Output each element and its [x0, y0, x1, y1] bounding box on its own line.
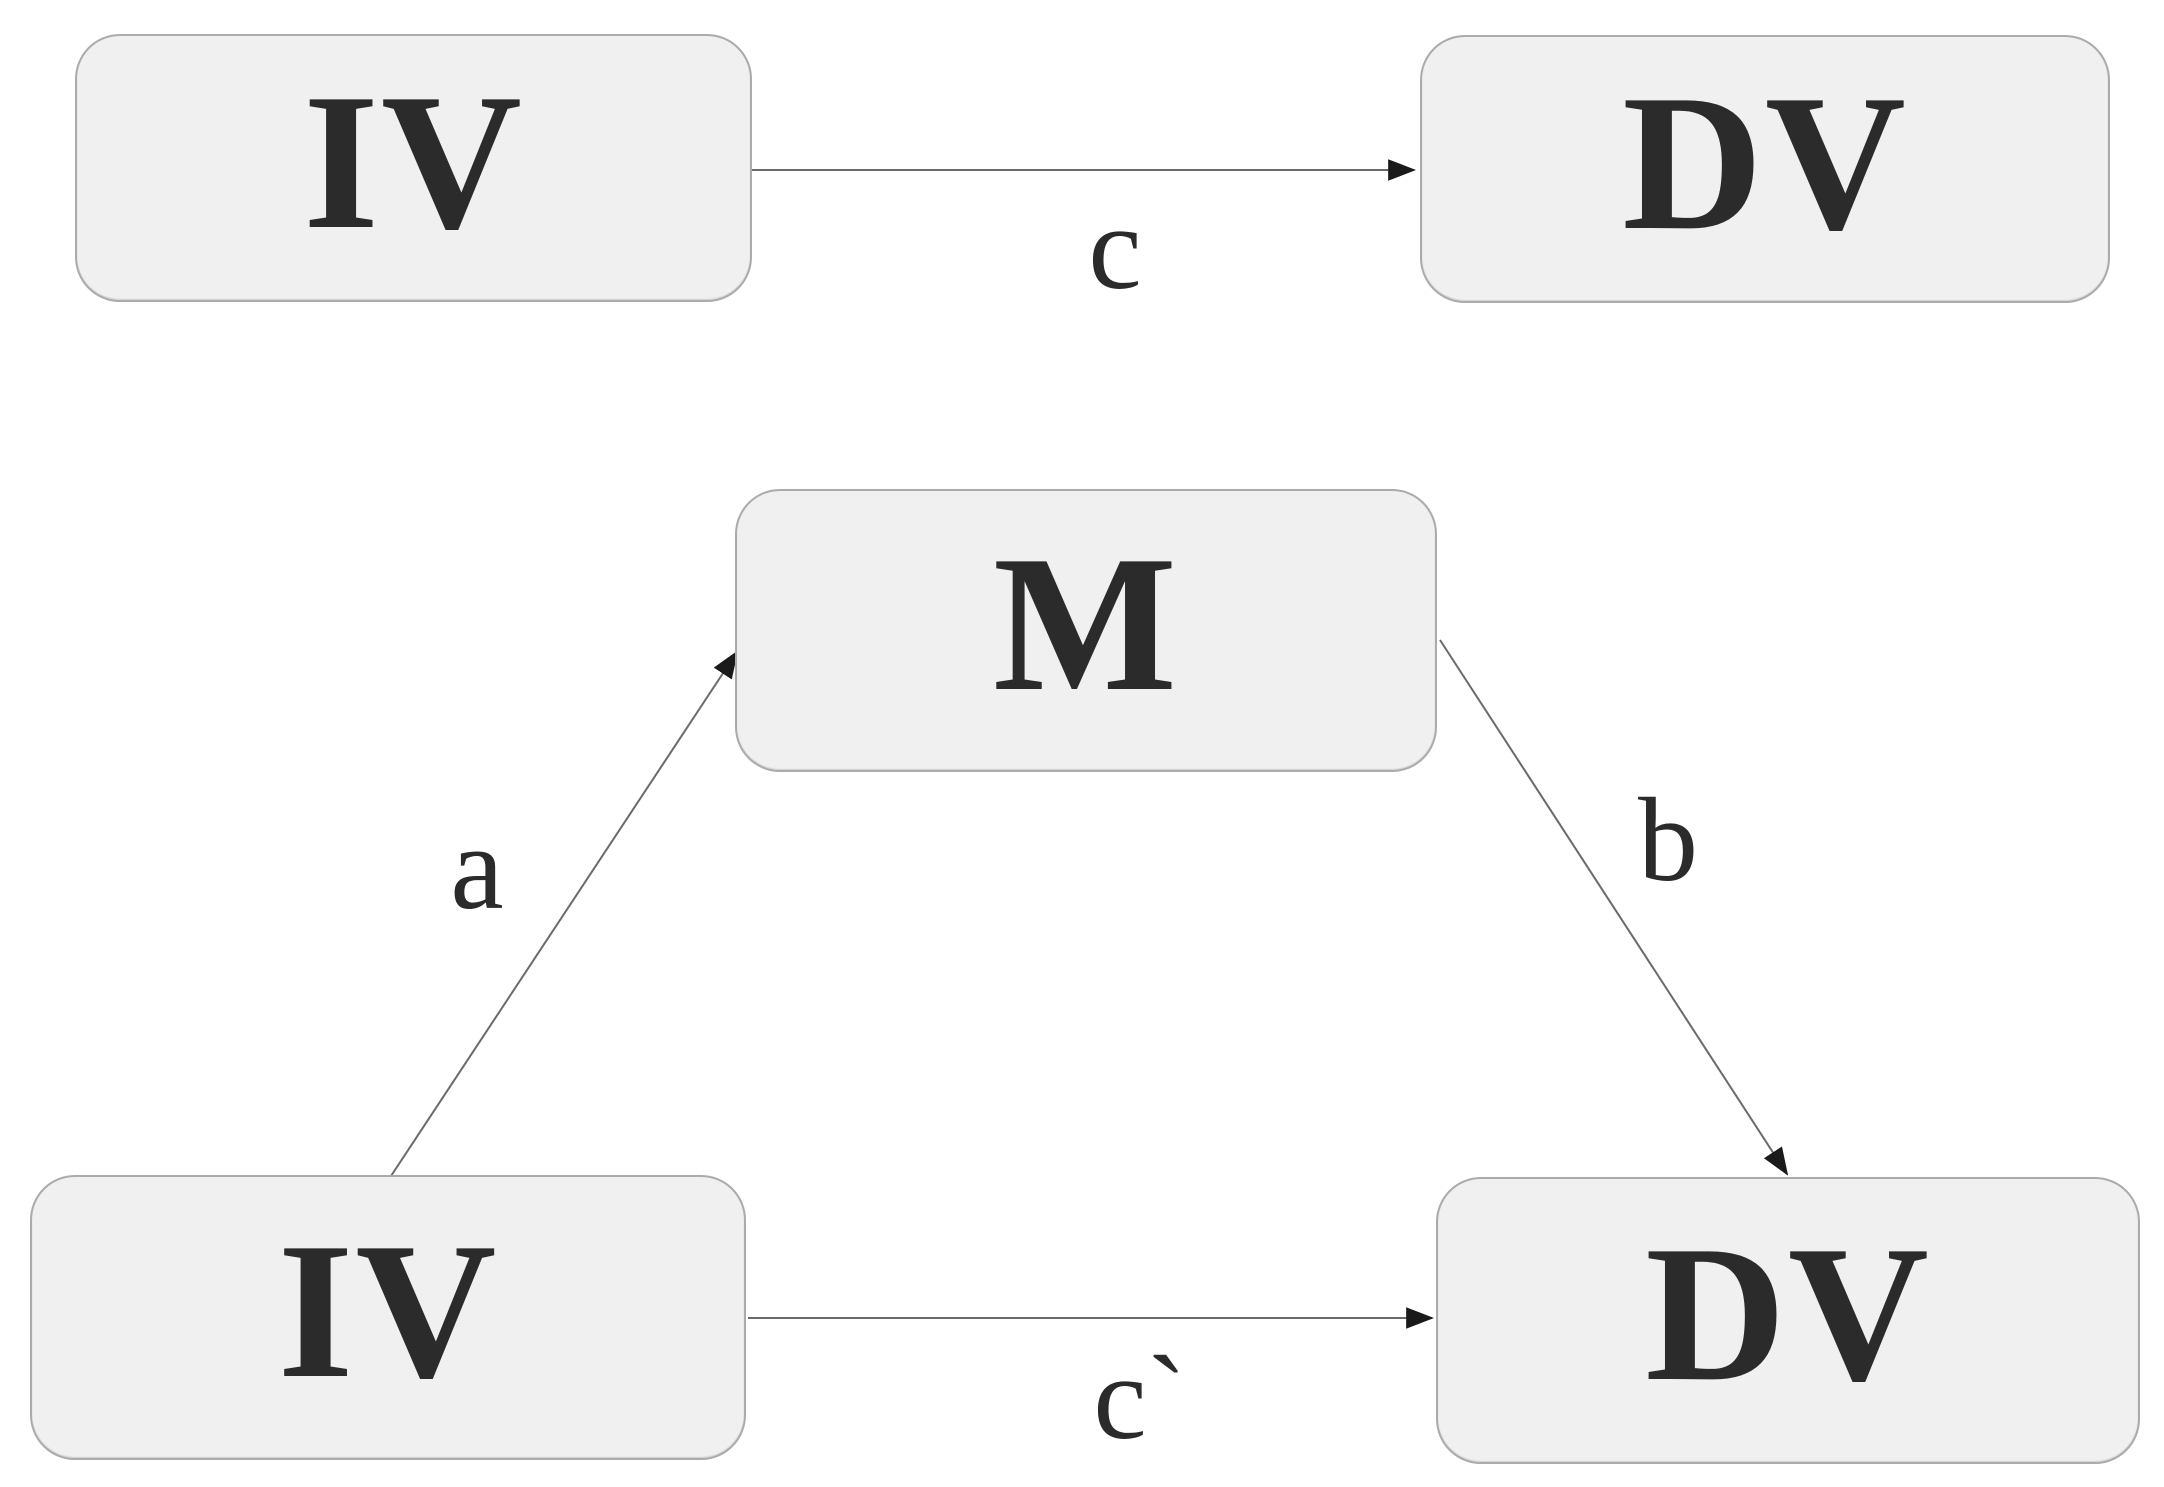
dv-total-effect-label: DV: [1622, 54, 1908, 271]
dv-mediation-label: DV: [1645, 1206, 1931, 1422]
box-dv-total-effect: DV: [1420, 35, 2110, 303]
iv-mediation-label: IV: [277, 1203, 499, 1419]
arrow-path-a: [390, 650, 739, 1177]
box-iv-mediation: IV: [30, 1175, 746, 1460]
path-c-prime-label: c`: [1093, 1331, 1187, 1464]
arrow-path-b: [1439, 639, 1789, 1176]
box-mediator: M: [735, 489, 1437, 772]
mediator-label: M: [992, 516, 1180, 732]
box-iv-total-effect: IV: [75, 34, 752, 302]
path-c-label: c: [1088, 181, 1142, 314]
box-dv-mediation: DV: [1436, 1177, 2140, 1464]
path-a-label: a: [450, 801, 504, 934]
iv-total-effect-label: IV: [303, 53, 524, 270]
path-b-label: b: [1638, 773, 1698, 906]
